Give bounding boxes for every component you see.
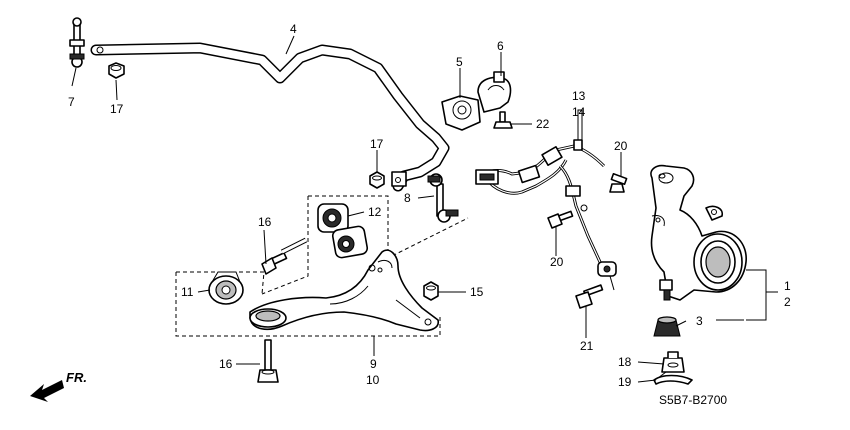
stabilizer-link-center [427, 173, 459, 223]
callout-6: 6 [497, 39, 504, 53]
callout-2: 2 [784, 295, 791, 309]
callout-5: 5 [456, 55, 463, 69]
callout-16-lower: 16 [219, 357, 233, 371]
flange-bolt-20-upper [609, 172, 628, 193]
callout-17-center: 17 [370, 137, 384, 151]
callout-7: 7 [68, 95, 75, 109]
lower-arm [249, 249, 440, 332]
stabilizer-bushing [441, 95, 481, 131]
flange-bolt-16-lower [257, 339, 279, 383]
steering-knuckle [650, 164, 747, 301]
callout-13: 13 [572, 89, 586, 103]
flange-bolt-16-upper [261, 237, 308, 275]
callout-12: 12 [368, 205, 382, 219]
callout-11: 11 [181, 285, 194, 299]
callout-16-upper: 16 [258, 215, 272, 229]
callout-22: 22 [536, 117, 550, 131]
callout-15: 15 [470, 285, 484, 299]
stabilizer-link-left [69, 17, 85, 68]
callout-9: 9 [370, 357, 377, 371]
lower-arm-group-box [175, 271, 441, 337]
flange-bolt-22 [493, 111, 513, 129]
lower-arm-bushing [208, 271, 244, 305]
callout-21: 21 [580, 339, 594, 353]
castle-nut [661, 351, 685, 373]
front-direction-arrow [30, 380, 64, 402]
self-locking-nut [423, 281, 439, 301]
bushing-holder [477, 71, 512, 113]
flange-bolt-21 [575, 284, 604, 309]
callout-3: 3 [696, 314, 703, 328]
callout-4: 4 [290, 22, 297, 36]
diagram-code: S5B7-B2700 [659, 393, 727, 407]
callout-17-left: 17 [110, 102, 124, 116]
stabilizer-bar [90, 42, 450, 192]
bushing-group-box [261, 195, 469, 295]
callout-18: 18 [618, 355, 632, 369]
flange-nut-center [369, 171, 385, 189]
leader-lines [71, 35, 778, 383]
callout-10: 10 [366, 373, 380, 387]
callout-19: 19 [618, 375, 632, 389]
dust-seal-boot [653, 316, 681, 337]
direction-label: FR. [66, 370, 87, 385]
callout-1: 1 [784, 279, 791, 293]
callout-20-upper: 20 [614, 139, 628, 153]
wheel-sensor-harness [475, 109, 617, 291]
flange-bolt-20-lower [547, 210, 574, 229]
callout-14: 14 [572, 105, 586, 119]
lock-clip [653, 371, 693, 385]
callout-20-lower: 20 [550, 255, 564, 269]
compliance-bushing [317, 203, 369, 259]
flange-nut-left [108, 62, 125, 79]
callout-8: 8 [404, 191, 411, 205]
